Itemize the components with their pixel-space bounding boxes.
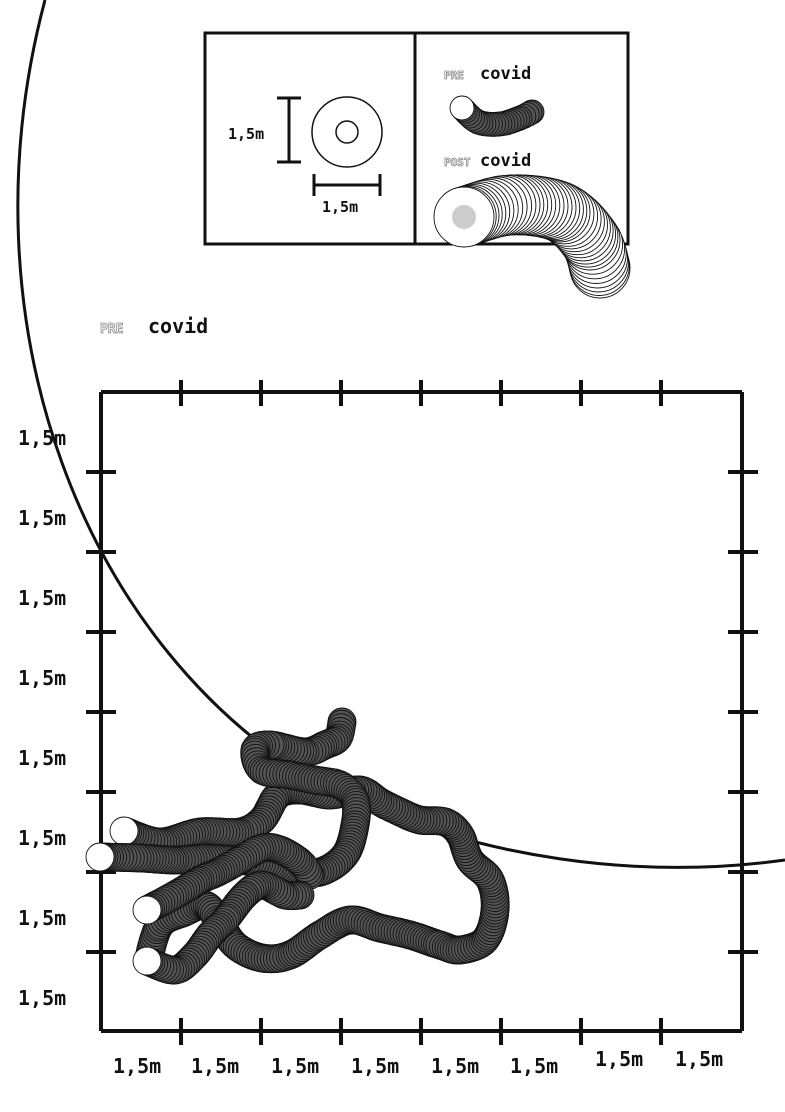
- person-dot: [336, 121, 358, 143]
- bottom-axis-label: 1,5m: [675, 1047, 723, 1071]
- bottom-axis-label: 1,5m: [595, 1047, 643, 1071]
- bottom-axis-label: 1,5m: [191, 1054, 239, 1078]
- grid-left-labels: 1,5m 1,5m 1,5m 1,5m 1,5m 1,5m 1,5m 1,5m: [18, 426, 66, 1010]
- legend-horizontal-label: 1,5m: [322, 198, 358, 216]
- post-center-dot: [452, 205, 476, 229]
- movement-trail-3-head: [133, 896, 161, 924]
- left-axis-label: 1,5m: [18, 986, 66, 1010]
- left-axis-label: 1,5m: [18, 906, 66, 930]
- bottom-axis-label: 1,5m: [431, 1054, 479, 1078]
- grid-bottom-labels: 1,5m 1,5m 1,5m 1,5m 1,5m 1,5m 1,5m 1,5m: [113, 1047, 723, 1078]
- movement-trail-1-head: [110, 817, 138, 845]
- bottom-axis-label: 1,5m: [271, 1054, 319, 1078]
- pre-trail-head: [450, 96, 474, 120]
- movement-trail-2-head: [86, 843, 114, 871]
- left-axis-label: 1,5m: [18, 426, 66, 450]
- bottom-axis-label: 1,5m: [351, 1054, 399, 1078]
- bottom-axis-label: 1,5m: [510, 1054, 558, 1078]
- left-axis-label: 1,5m: [18, 826, 66, 850]
- left-axis-label: 1,5m: [18, 586, 66, 610]
- movement-trails: [86, 708, 509, 984]
- legend-vertical-label: 1,5m: [228, 125, 264, 143]
- legend-pre-covid: covid: [480, 64, 531, 84]
- heading-pre-prefix: PRE: [100, 322, 123, 337]
- legend-post-covid: covid: [480, 151, 531, 171]
- legend-post-prefix: POST: [444, 156, 471, 169]
- left-axis-label: 1,5m: [18, 746, 66, 770]
- left-axis-label: 1,5m: [18, 666, 66, 690]
- legend-pre-prefix: PRE: [444, 69, 464, 82]
- heading-covid: covid: [148, 314, 208, 338]
- bottom-axis-label: 1,5m: [113, 1054, 161, 1078]
- left-axis-label: 1,5m: [18, 506, 66, 530]
- movement-trail-4-head: [133, 947, 161, 975]
- legend-box: 1,5m 1,5m PRE covid POST covid: [205, 33, 630, 298]
